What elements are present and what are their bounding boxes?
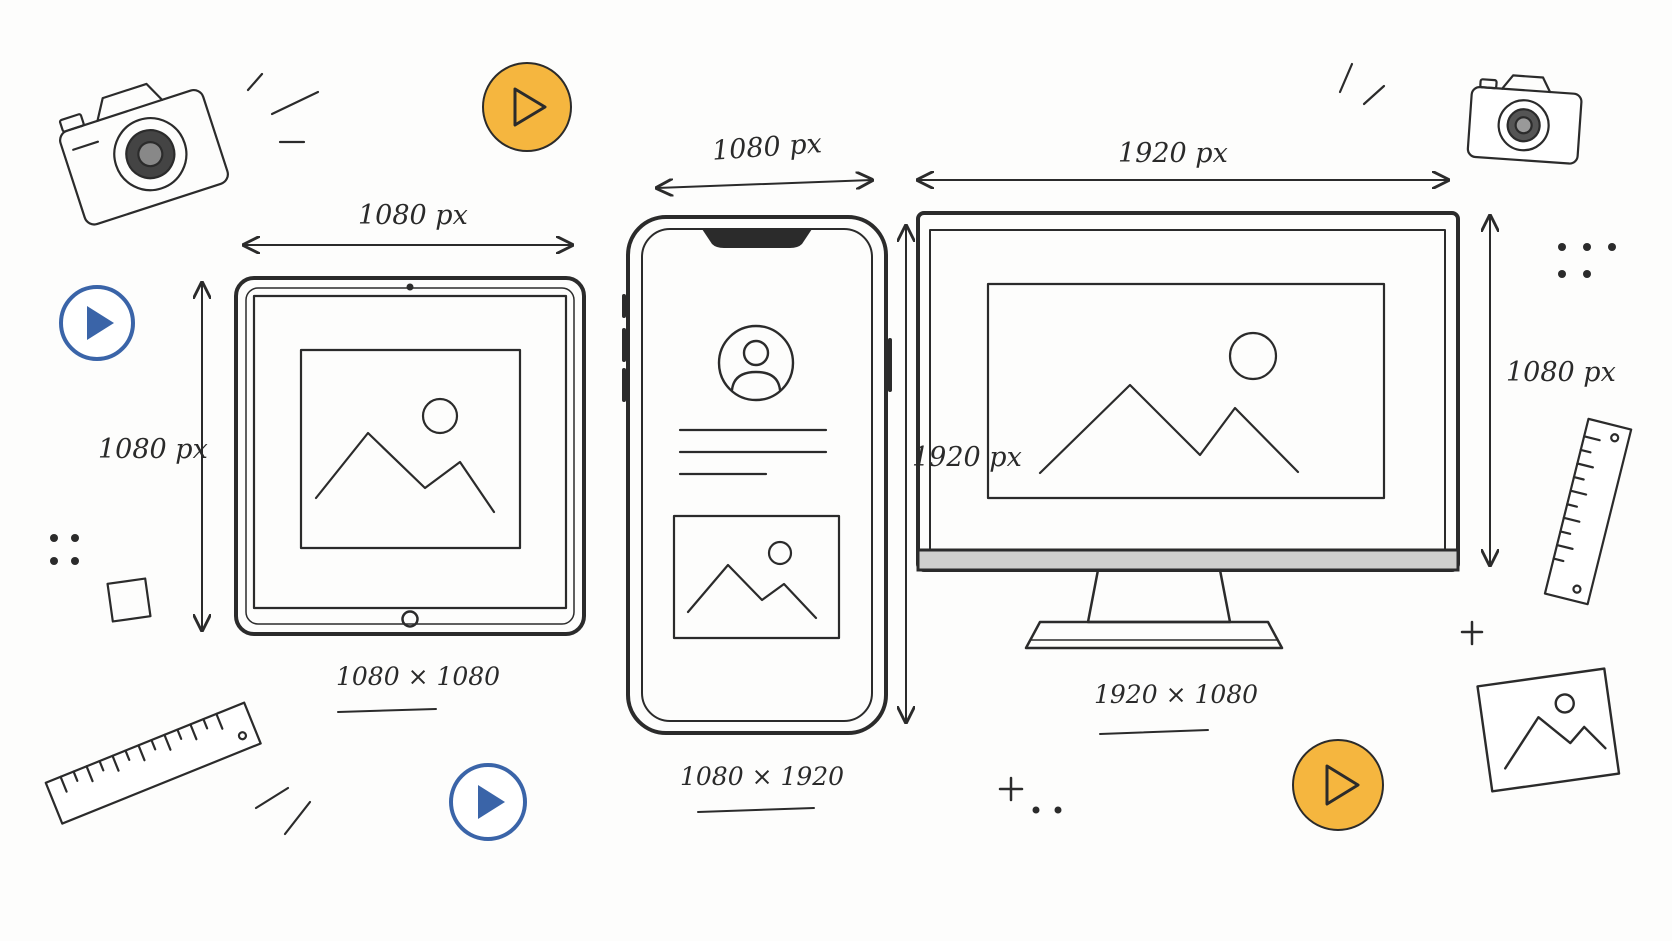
image-placeholder-icon-phone (672, 514, 841, 640)
ruler-icon-right (1543, 417, 1633, 606)
phone-text-lines (678, 428, 828, 476)
monitor-height-label: 1080 px (1506, 357, 1616, 388)
dots-bottom (1032, 806, 1062, 814)
phone-device (622, 215, 892, 735)
image-icon-bottom-right (1476, 667, 1621, 793)
motion-lines-right (1338, 62, 1386, 106)
tablet-caption: 1080 × 1080 (336, 662, 501, 691)
camera-icon-right (1466, 74, 1583, 165)
tablet-device (234, 276, 586, 636)
phone-height-label: 1920 px (912, 442, 1022, 473)
tablet-height-label: 1080 px (98, 434, 208, 465)
phone-caption-underline (697, 807, 815, 813)
play-icon-orange-top (482, 62, 572, 152)
plus-icon-right (1460, 620, 1484, 646)
dots-right (1558, 243, 1616, 278)
phone-width-arrow (657, 180, 872, 188)
motion-lines-bottom-left (254, 786, 312, 836)
play-icon-orange-bottom (1292, 739, 1384, 831)
tablet-caption-underline (337, 708, 437, 713)
motion-lines-left (246, 72, 320, 144)
monitor-width-label: 1920 px (1118, 138, 1228, 169)
tablet-width-label: 1080 px (358, 200, 468, 231)
dots-left (50, 534, 79, 565)
plus-icon-bottom (998, 776, 1024, 802)
phone-caption: 1080 × 1920 (680, 762, 845, 791)
ruler-icon-left (44, 701, 262, 825)
monitor-caption-underline (1099, 729, 1209, 735)
square-doodle (106, 577, 152, 623)
play-icon-blue-left (59, 285, 135, 361)
image-placeholder-icon-tablet (299, 348, 522, 550)
play-icon-blue-bottom (449, 763, 527, 841)
image-placeholder-icon-monitor (986, 282, 1386, 500)
monitor-caption: 1920 × 1080 (1094, 680, 1259, 709)
monitor-device (916, 211, 1460, 650)
camera-icon-left (58, 82, 229, 226)
user-avatar-icon (717, 324, 795, 402)
